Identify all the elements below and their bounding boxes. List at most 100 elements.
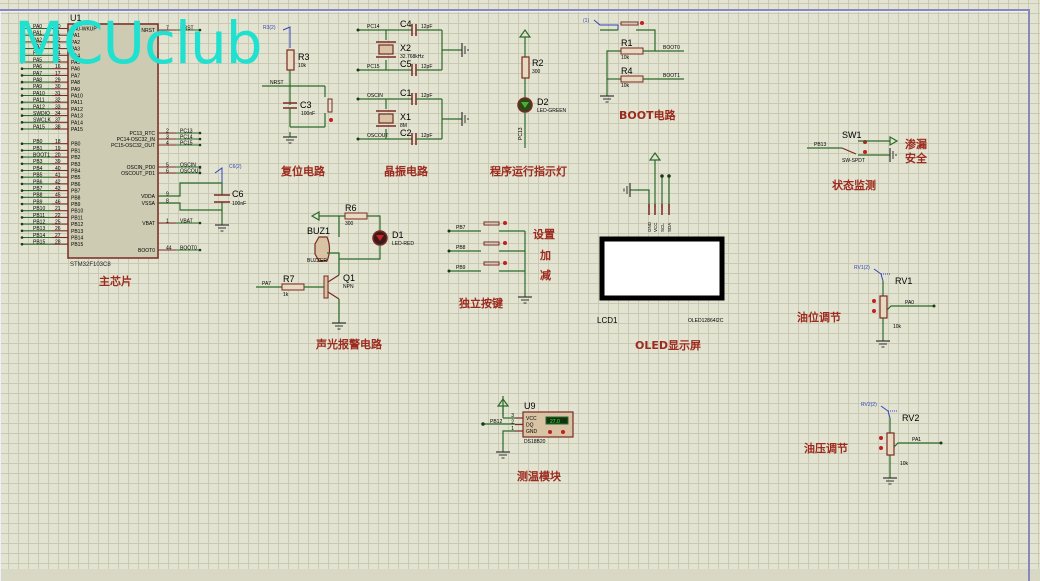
mcu-net-label: PB0 [33,139,43,145]
mcu-pin-name: PA4 [71,53,80,59]
mcu-pin-name: PB2 [71,155,81,161]
mcu-pin-name: PC13_RTC [130,131,156,137]
oled-pin-label: SDA [667,223,672,232]
mcuclub-watermark: MCUclub [14,9,263,77]
mcu-pin-name: PA8 [71,80,80,86]
boot-probe[interactable]: (1) [583,18,589,24]
mcu-pin-number: 25 [55,220,61,226]
mcu-net-label: PB3 [33,159,43,165]
mcu-net-label: PC14 [180,134,193,140]
r1-value: 10k [621,55,630,61]
net-terminal [20,47,24,50]
r3-value: 10k [298,63,307,69]
r1-ref: R1 [621,38,633,48]
mcu-pin-number: 44 [166,245,172,251]
mcu-pin-name: PA12 [71,107,83,113]
r3-probe[interactable]: R3(2) [263,25,276,31]
mcu-net-label: PA8 [33,78,42,84]
net-terminal [20,196,24,199]
pot-value: 10k [893,324,902,330]
mcu-net-label: PA11 [33,98,45,104]
mcu-pin-number: 13 [55,44,61,50]
oled-caption: OLED显示屏 [635,339,702,352]
ds18b20-pin-name: GND [526,429,538,435]
net-terminal [20,121,24,124]
oil-level-caption: 油位调节 [797,311,841,324]
reset-caption: 复位电路 [281,165,325,178]
mcu-pin-name: VDDA [141,194,156,200]
q1-value: NPN [343,284,354,290]
net-terminal [198,131,202,135]
schematic-canvas[interactable] [0,0,1040,569]
net-terminal [20,162,24,166]
push-button-icon[interactable] [483,241,500,246]
net-terminal [20,80,24,84]
crystal-ref: X2 [400,43,411,53]
net-terminal [20,216,24,219]
crystal-net: OSCOUT [367,133,388,139]
status-caption: 状态监测 [832,179,876,192]
pot-probe[interactable]: RV1(2) [854,265,870,271]
push-button-icon[interactable] [483,261,500,266]
net-terminal [20,222,24,226]
mcu-net-label: VBAT [180,218,193,224]
mcu-pin-name: PA1 [71,33,80,39]
sheet-border [0,9,1030,581]
mcu-ref: U1 [70,13,82,23]
mcu-pin-number: 12 [55,37,61,43]
key-net: PB7 [456,225,466,231]
mcu-pin-name: OSCOUT_PD1 [121,171,155,177]
buz1-value: BUZZER [307,258,327,264]
net-terminal [20,127,24,131]
mcu-net-label: PB12 [33,220,45,226]
crystal-net: PC15 [367,64,380,70]
mcu-pin-name: PB3 [71,162,81,168]
buz1-ref: BUZ1 [307,226,330,236]
push-button-icon[interactable] [483,221,500,226]
ds18b20-pin-number: 3 [511,413,514,419]
ds18b20-pin-name: VCC [526,416,537,422]
mcu-pin-name: PB13 [71,229,83,235]
mcu-net-label: PA7 [33,71,42,77]
q1-ref: Q1 [343,273,355,283]
r7-ref: R7 [283,274,295,284]
mcu-pin-number: 8 [166,198,169,204]
load-cap-value: 12pF [421,133,432,139]
mcu-part: STM32F103C8 [70,262,111,268]
load-cap-ref: C1 [400,88,412,98]
potentiometer-icon[interactable] [886,432,895,456]
mcu-net-label: PA2 [33,37,42,43]
net-terminal [20,155,24,159]
temp-display: 27.0 [550,419,560,425]
load-cap-value: 12pF [421,64,432,70]
mcu-pin-name: PA3 [71,47,80,53]
net-terminal [20,27,24,30]
mcu-net-label: PB7 [33,186,43,192]
mcu-pin-number: 17 [55,71,61,77]
potentiometer-icon[interactable] [879,295,888,319]
oled-pin-label: GND [647,221,652,232]
mcu-pin-number: 38 [55,124,61,130]
mcu-pin-name: OSCIN_PD0 [127,165,156,171]
mcu-pin-name: PB11 [71,215,83,221]
mcu-net-label: PB1 [33,146,43,152]
load-cap-ref: C4 [400,19,412,29]
mcu-net-label: PA6 [33,64,42,70]
crystal-icon [378,113,394,124]
net-terminal [20,149,24,152]
ds18b20-pin-number: 2 [511,420,514,426]
mcu-net-label: PB15 [33,240,45,246]
mcu-pin-name: PA2 [71,40,80,46]
sw1-ref: SW1 [842,130,862,140]
net-terminal [198,143,202,147]
c6-probe[interactable]: C6(2) [229,164,242,170]
boot0-net: BOOT0 [663,45,680,51]
mcu-pin-number: 6 [166,168,169,174]
mcu-pin-number: 39 [55,159,61,165]
pot-probe[interactable]: RV2(2) [861,402,877,408]
boot-caption: BOOT电路 [619,109,676,122]
mcu-pin-number: 22 [55,213,61,219]
mcu-pin-name: PB6 [71,182,81,188]
net-terminal [20,169,24,172]
